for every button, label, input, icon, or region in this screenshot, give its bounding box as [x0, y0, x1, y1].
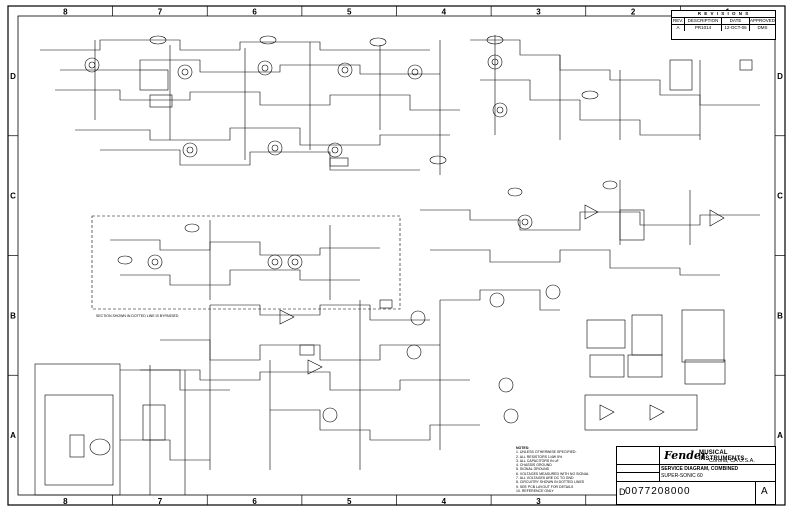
revisions-header-rev: REV.: [672, 18, 685, 24]
grid-row-label: A: [10, 431, 16, 440]
revisions-cell-approved: DMS: [757, 25, 768, 30]
connector-blocks: [584, 309, 726, 431]
preamp-section-right: [470, 35, 760, 140]
grid-column-label: 3: [536, 497, 541, 506]
revisions-title: R E V I S I O N S: [672, 11, 775, 18]
grid-row-label: B: [10, 311, 16, 320]
grid-row-label: D: [777, 72, 783, 81]
revisions-header-description: DESCRIPTION: [685, 18, 722, 24]
grid-column-label: 7: [158, 8, 163, 17]
grid-column-label: 2: [631, 8, 636, 17]
model-name: SUPER-SONIC 60: [661, 473, 703, 479]
company-city: Corona, CA U.S.A.: [709, 458, 755, 464]
title-block: Fender MUSICAL INSTRUMENTS Corona, CA U.…: [616, 446, 776, 505]
inner-border: [17, 15, 776, 496]
notes-line: 5. SIGNAL GROUND: [516, 467, 550, 472]
revisions-cell-rev: A: [672, 25, 685, 31]
revisions-header-date: DATE: [722, 18, 750, 24]
drawing-number: 0077208000: [625, 486, 691, 497]
notes-title: NOTES:: [516, 446, 530, 450]
grid-column-label: 6: [252, 497, 257, 506]
revisions-header-row: REV. DESCRIPTION DATE APPROVED: [672, 18, 775, 25]
grid-row-label: D: [10, 72, 16, 81]
revisions-row: A PR1014 12-OCT-06 DMS: [672, 25, 775, 31]
grid-column-label: 5: [347, 8, 352, 17]
grid-column-label: 6: [252, 8, 257, 17]
grid-column-label: 8: [63, 497, 68, 506]
drawing-revision: A: [761, 486, 768, 497]
grid-column-label: 5: [347, 497, 352, 506]
grid-labels: 8877665544332211DDCCBBAA: [10, 8, 783, 507]
grid-column-label: 8: [63, 8, 68, 17]
company-name: MUSICAL INSTRUMENTS: [699, 450, 745, 462]
grid-row-label: C: [10, 192, 16, 201]
drawing-title: SERVICE DIAGRAM, COMBINED: [661, 466, 739, 472]
revisions-cell-date: 12-OCT-06: [722, 25, 750, 31]
grid-row-label: B: [777, 311, 783, 320]
notes-line: 4. CHASSIS GROUND: [516, 463, 552, 468]
bypass-note: SECTION SHOWN IN DOTTED LINE IS BYPASSED: [96, 314, 178, 318]
grid-column-label: 7: [158, 497, 163, 506]
fender-logo: Fender: [664, 449, 707, 462]
bypass-note-text: SECTION SHOWN IN DOTTED LINE IS BYPASSED: [96, 314, 179, 318]
notes-line: 9. SEE PCB LAYOUT FOR DETAILS: [516, 484, 574, 489]
notes-line: 1. UNLESS OTHERWISE SPECIFIED:: [516, 450, 577, 455]
notes-block: NOTES: 1. UNLESS OTHERWISE SPECIFIED: 2.…: [516, 446, 589, 493]
power-supply-section: [34, 363, 230, 496]
power-amp-section: [140, 284, 561, 470]
grid-column-label: 4: [442, 8, 447, 17]
reverb-section: [420, 180, 760, 276]
grid-column-label: 4: [442, 497, 447, 506]
revisions-cell-description: PR1014: [685, 25, 722, 31]
revisions-header-approved: APPROVED: [750, 18, 775, 23]
preamp-section-upper: [40, 35, 460, 175]
notes-line: 6. VOLTAGES MEASURED WITH NO SIGNAL: [516, 471, 589, 476]
notes-line: 2. ALL RESISTORS 1/4W 5%: [516, 454, 563, 459]
notes-line: 7. ALL VOLTAGES ARE DC TO GND: [516, 476, 574, 481]
grid-column-label: 3: [536, 8, 541, 17]
grid-row-label: A: [777, 431, 783, 440]
notes-line: 8. CIRCUITRY SHOWN IN DOTTED LINES: [516, 480, 585, 485]
sheet-size: D: [619, 487, 626, 497]
effects-section: [91, 215, 401, 310]
grid-row-label: C: [777, 192, 783, 201]
notes-line: 3. ALL CAPACITORS IN uF: [516, 458, 559, 463]
notes-line: 10. REFERENCE ONLY: [516, 488, 554, 493]
revisions-table: R E V I S I O N S REV. DESCRIPTION DATE …: [671, 10, 776, 40]
